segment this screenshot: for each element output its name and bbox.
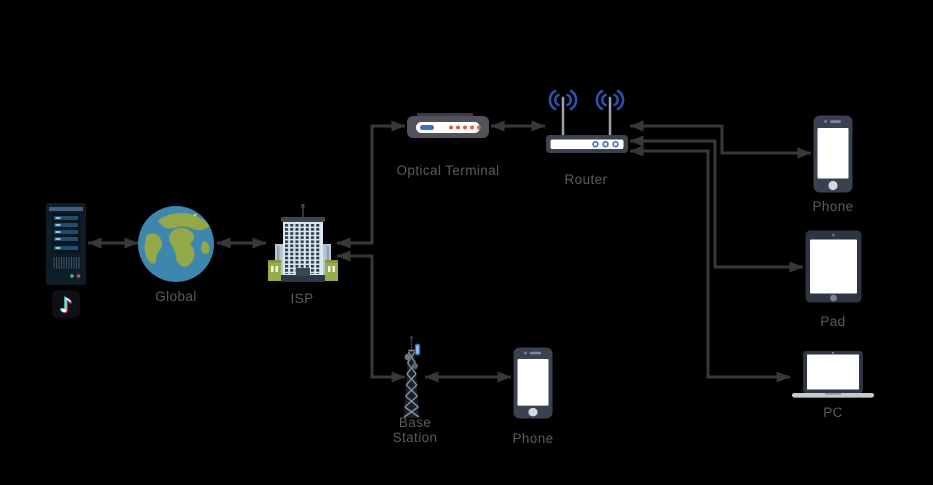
wifi-router-icon bbox=[546, 89, 628, 153]
office-building-icon bbox=[268, 204, 338, 282]
phone-wifi-node bbox=[813, 115, 853, 198]
tablet-icon bbox=[805, 230, 862, 303]
server-node bbox=[46, 203, 86, 290]
isp-node bbox=[268, 204, 338, 290]
smartphone-icon bbox=[813, 115, 853, 193]
router-label: Router bbox=[564, 172, 608, 187]
base-station-node bbox=[398, 336, 432, 423]
pc-label: PC bbox=[823, 405, 843, 420]
wifi-signal-icon bbox=[548, 89, 625, 111]
connector-router-pc bbox=[629, 145, 791, 383]
tiktok-note-red: ♪ bbox=[60, 294, 74, 319]
isp-label: ISP bbox=[290, 291, 314, 306]
smartphone-icon bbox=[513, 347, 553, 419]
connector-router-pad bbox=[629, 135, 804, 273]
optical-modem-icon bbox=[407, 113, 489, 138]
connector-isp-base-station bbox=[336, 250, 406, 383]
phone-cell-node bbox=[513, 347, 553, 424]
global-node bbox=[138, 206, 214, 287]
pad-node bbox=[805, 230, 862, 308]
tiktok-icon: ♪ ♪ ♪ bbox=[52, 290, 80, 318]
tiktok-note-white: ♪ bbox=[59, 293, 73, 317]
global-label: Global bbox=[155, 289, 197, 304]
connector-isp-optical-terminal bbox=[336, 120, 406, 249]
globe-icon bbox=[138, 206, 214, 282]
laptop-icon bbox=[792, 351, 874, 398]
optical-terminal-label: Optical Terminal bbox=[396, 163, 500, 178]
phone-wifi-label: Phone bbox=[812, 199, 854, 214]
pad-label: Pad bbox=[820, 314, 846, 329]
cell-tower-icon bbox=[403, 336, 421, 419]
tiktok-note-cyan: ♪ bbox=[58, 291, 72, 316]
pc-node bbox=[792, 351, 874, 403]
phone-cell-label: Phone bbox=[512, 431, 554, 446]
router-node bbox=[538, 86, 634, 161]
optical-terminal-node bbox=[407, 113, 489, 146]
base-station-label: Base Station bbox=[392, 415, 438, 445]
server-icon bbox=[46, 203, 86, 285]
